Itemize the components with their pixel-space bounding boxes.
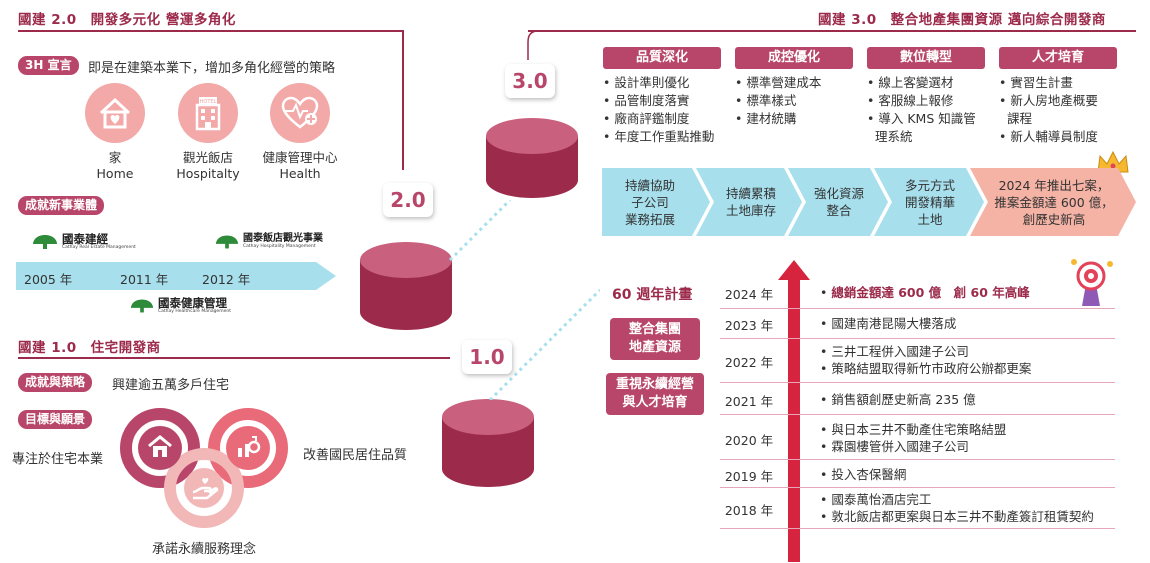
v2-connector	[402, 30, 404, 170]
year-2021: 2021 年	[724, 394, 774, 409]
cat-list-quality: • 設計準則優化 • 品管制度落實 • 廠商評鑑制度 • 年度工作重點推動	[603, 75, 715, 144]
year-2018: 2018 年	[724, 503, 774, 518]
event-2021: • 銷售額創歷史新高 235 億	[820, 392, 976, 407]
year-2019: 2019 年	[724, 469, 774, 484]
cat-head-quality: 品質深化	[603, 47, 721, 69]
service-hands-icon	[192, 478, 219, 500]
plan60-title: 60 週年計畫	[612, 287, 693, 303]
cylinder-3-0	[486, 118, 578, 198]
strategy-chevron-band	[602, 168, 1136, 236]
v3-title-rule	[538, 30, 1136, 32]
cat-list-digital: • 線上客變選材 • 客服線上報修 • 導入 KMS 知識管 理系統	[867, 75, 976, 144]
cat-head-cost: 成控優化	[735, 47, 853, 69]
cylinder-2-0	[360, 242, 452, 330]
goal-rings	[120, 408, 288, 528]
biz-timeline-arrow	[16, 262, 336, 290]
v2-section-title: 國建 2.0 開發多元化 營運多角化	[18, 12, 236, 28]
goal-left-text: 專注於住宅本業	[12, 452, 104, 467]
health-icon	[270, 83, 330, 143]
hotel-icon: HOTEL	[178, 83, 238, 143]
event-2020: • 與日本三井不動產住宅策略結盟• 霖園樓管併入國建子公司	[820, 422, 1007, 454]
cathay-tree-icon	[215, 235, 239, 248]
event-2019: • 投入杏保醫網	[820, 467, 907, 482]
v1-section-title: 國建 1.0 住宅開發商	[18, 340, 161, 356]
dotted-connectors	[448, 200, 600, 400]
chevron-5: 2024 年推出七案，推案金額達 600 億，創歷史新高	[994, 178, 1114, 227]
event-2024: • 總銷金額達 600 億 創 60 年高峰	[820, 285, 1030, 300]
timeline-2011: 2011 年	[120, 272, 169, 287]
v2-title-rule	[18, 30, 403, 32]
cylinder-1-0	[442, 399, 534, 487]
year-2020: 2020 年	[724, 433, 774, 448]
event-2022: • 三井工程併入國建子公司• 策略結盟取得新竹市政府公辦都更案	[820, 344, 1032, 376]
plan60-box-sustain: 重視永續經營與人才培育	[606, 373, 704, 415]
declaration-pill: 3H 宣言	[18, 56, 79, 75]
cat-head-talent: 人才培育	[999, 47, 1117, 69]
cat-list-talent: • 實習生計畫 • 新人房地產概要 課程 • 新人輔導員制度	[999, 75, 1098, 144]
year-2024: 2024 年	[724, 287, 774, 302]
badge-1-0: 1.0	[462, 340, 512, 374]
chevron-3: 強化資源整合	[813, 186, 864, 218]
chevron-4: 多元方式開發精華土地	[904, 178, 955, 227]
goal-bottom-text: 承諾永續服務理念	[152, 542, 257, 557]
quality-icon	[238, 436, 261, 457]
strategy-pill: 成就與策略	[18, 373, 93, 392]
goal-right-text: 改善國民居住品質	[303, 448, 408, 463]
target-icon	[1071, 259, 1113, 306]
v1-title-rule	[18, 357, 450, 359]
declaration-text: 即是在建築本業下，增加多角化經營的策略	[88, 61, 336, 76]
event-2023: • 國建南港昆陽大樓落成	[820, 316, 957, 331]
home-icon	[85, 83, 145, 143]
event-2018: • 國泰萬怡酒店完工• 敦北飯店都更案與日本三井不動產簽訂租賃契約	[820, 492, 1094, 524]
svg-text:HOTEL: HOTEL	[200, 99, 217, 105]
cat-head-digital: 數位轉型	[867, 47, 985, 69]
v3-connector	[527, 30, 539, 60]
cat-list-cost: • 標準營建成本 • 標準樣式 • 建材統購	[735, 75, 822, 126]
goal-pill: 目標與願景	[18, 410, 93, 429]
timeline-2005: 2005 年	[24, 272, 73, 287]
chevron-2: 持續累積土地庫存	[725, 186, 776, 218]
plan60-box-integrate: 整合集團地產資源	[610, 318, 700, 360]
year-2022: 2022 年	[724, 355, 774, 370]
year-2023: 2023 年	[724, 318, 774, 333]
house-icon	[148, 435, 172, 457]
cathay-tree-icon	[130, 299, 154, 313]
badge-3-0: 3.0	[505, 64, 555, 98]
timeline-2012: 2012 年	[202, 272, 251, 287]
badge-2-0: 2.0	[383, 183, 433, 217]
strategy-text: 興建逾五萬多戶住宅	[112, 378, 230, 393]
chevron-1: 持續協助子公司業務拓展	[624, 178, 675, 227]
growth-arrow	[778, 260, 810, 562]
v3-section-title: 國建 3.0 整合地產集團資源 邁向綜合開發商	[818, 12, 1106, 28]
new-business-pill: 成就新事業體	[18, 196, 105, 215]
crown-icon	[1097, 150, 1129, 173]
cathay-tree-icon	[33, 235, 57, 249]
